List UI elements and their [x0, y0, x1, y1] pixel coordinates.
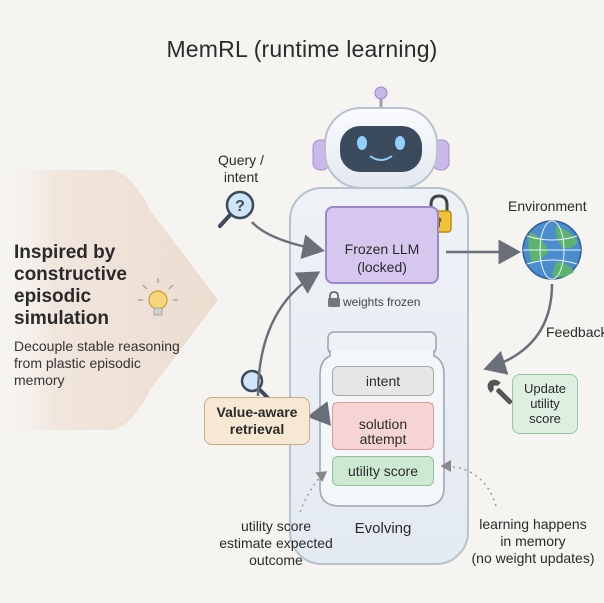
value-aware-retrieval-box: Value-aware retrieval: [204, 397, 310, 445]
weights-frozen-label: weights frozen: [343, 295, 421, 309]
note-learning-in-memory: learning happens in memory (no weight up…: [464, 516, 602, 567]
svg-text:?: ?: [235, 198, 245, 215]
solution-line1: solution: [358, 416, 408, 432]
frozen-llm-box: [325, 206, 439, 284]
memory-solution-slot: solution attempt: [332, 402, 434, 450]
memory-utility-slot: utility score: [332, 456, 434, 486]
note-left-line2: estimate expected: [219, 535, 333, 551]
wrench-icon: [487, 379, 513, 405]
query-label-line1: Query /: [218, 152, 264, 168]
inspiration-subtext: Decouple stable reasoning from plastic e…: [14, 338, 180, 388]
query-label-line2: intent: [223, 169, 259, 185]
evolving-label: Evolving: [354, 520, 412, 537]
note-utility-estimate: utility score estimate expected outcome: [214, 518, 338, 569]
left-arrow-shape: [0, 170, 218, 430]
arrow-jar-to-retrieval: [307, 401, 332, 426]
feedback-label: Feedback: [546, 324, 604, 340]
arrow-retrieval-to-llm: [256, 271, 321, 397]
environment-label: Environment: [508, 198, 587, 214]
arrow-environment-feedback: [483, 283, 554, 375]
frozen-llm-line1: Frozen LLM: [344, 241, 420, 257]
memory-intent-slot: intent: [332, 366, 434, 396]
note-left-line1: utility score: [240, 518, 312, 534]
solution-line2: attempt: [359, 431, 407, 447]
query-label: Query / intent: [206, 152, 276, 186]
note-left-line3: outcome: [249, 552, 303, 568]
update-utility-score-box: Update utility score: [512, 374, 578, 434]
note-right-line2: in memory: [500, 533, 566, 549]
inspiration-headline: Inspired by constructive episodic simula…: [14, 242, 127, 329]
update-line2: utility: [530, 396, 560, 411]
note-right-line3: (no weight updates): [471, 550, 595, 566]
arrow-query-to-llm: [251, 221, 325, 259]
value-line2: retrieval: [229, 421, 285, 437]
dotted-arrow-right: [440, 460, 497, 507]
magnifier-question-icon: ?: [218, 190, 255, 228]
update-line1: Update: [524, 381, 566, 396]
globe-icon: [522, 220, 582, 280]
lightbulb-icon: [138, 278, 178, 316]
note-right-line1: learning happens: [479, 516, 587, 532]
small-lock-icon: [328, 291, 340, 307]
frozen-llm-label: Frozen LLM (locked): [325, 240, 439, 276]
magnifier-icon: [240, 369, 270, 400]
value-line1: Value-aware: [216, 404, 298, 420]
update-line3: score: [529, 411, 561, 426]
frozen-llm-line2: (locked): [357, 259, 407, 275]
page-title: MemRL (runtime learning): [166, 36, 438, 62]
